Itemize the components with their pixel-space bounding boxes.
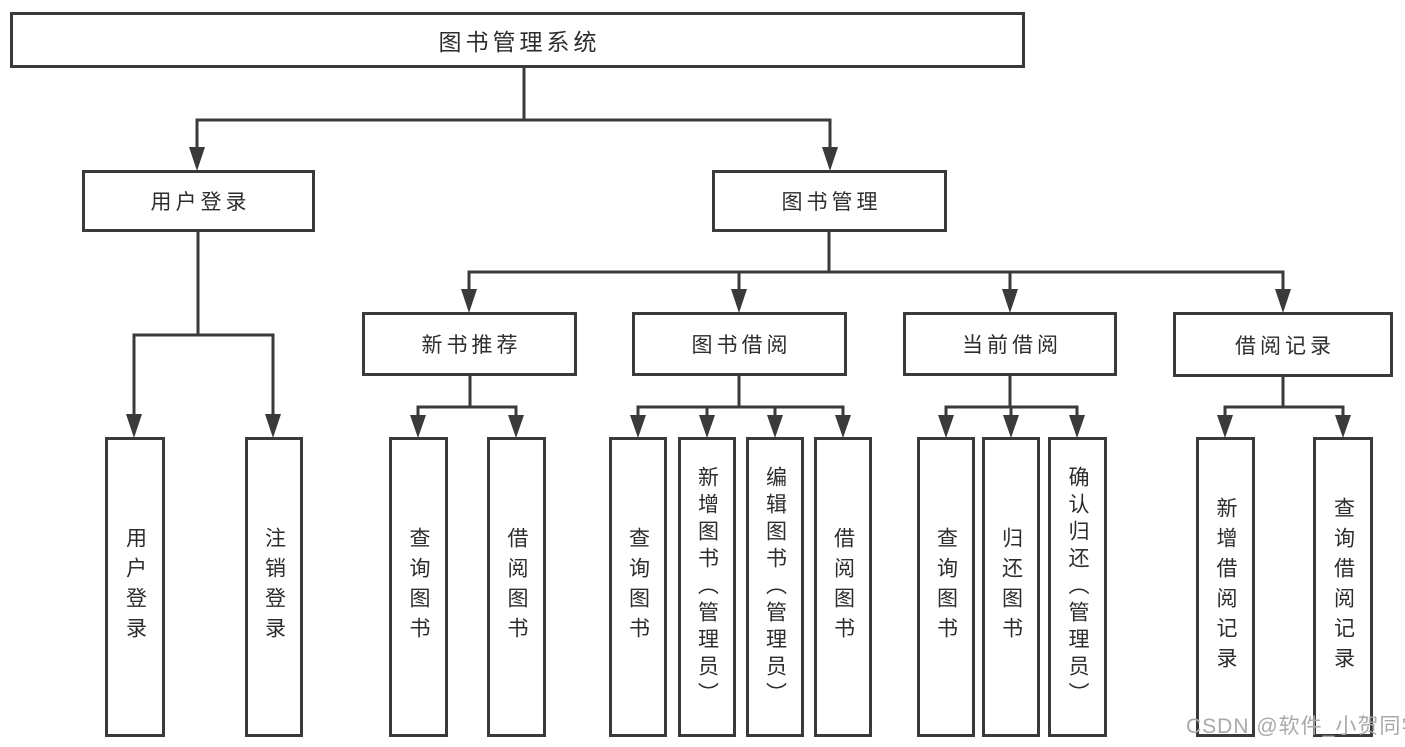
connector-book-mgmt-to-level3 — [461, 232, 1291, 313]
connector-root-to-level2 — [189, 68, 838, 171]
leaf-br-add-record-label: 新增借阅记录 — [1214, 497, 1237, 677]
leaf-br-query-record-label: 查询借阅记录 — [1331, 497, 1355, 677]
leaf-cb-query-books: 查询图书 — [917, 437, 975, 737]
connector-current-borrow-to-leaves — [938, 376, 1085, 438]
node-borrow-records: 借阅记录 — [1173, 312, 1393, 377]
leaf-logout-label: 注销登录 — [262, 527, 286, 647]
node-user-login: 用户登录 — [82, 170, 315, 232]
leaf-bb-query-books-label: 查询图书 — [626, 527, 650, 647]
leaf-user-login-label: 用户登录 — [123, 527, 147, 647]
leaf-cb-confirm-return: 确认归还（管理员） — [1048, 437, 1107, 737]
leaf-bb-query-books: 查询图书 — [609, 437, 667, 737]
leaf-br-query-record: 查询借阅记录 — [1313, 437, 1373, 737]
leaf-logout: 注销登录 — [245, 437, 303, 737]
leaf-cb-return-books: 归还图书 — [982, 437, 1040, 737]
leaf-bb-add-books: 新增图书（管理员） — [678, 437, 736, 737]
leaf-cb-confirm-return-label: 确认归还（管理员） — [1066, 465, 1089, 709]
connector-borrow-records-to-leaves — [1217, 377, 1351, 438]
leaf-nbr-query-books: 查询图书 — [389, 437, 448, 737]
csdn-watermark: CSDN @软件_小贺同学 — [1186, 715, 1405, 738]
connector-new-book-rec-to-leaves — [410, 376, 524, 438]
node-new-book-rec-label: 新书推荐 — [421, 334, 522, 357]
leaf-bb-edit-books: 编辑图书（管理员） — [746, 437, 804, 737]
leaf-user-login: 用户登录 — [105, 437, 165, 737]
leaf-bb-borrow-books-label: 借阅图书 — [831, 527, 855, 647]
leaf-nbr-borrow-books: 借阅图书 — [487, 437, 546, 737]
leaf-bb-borrow-books: 借阅图书 — [814, 437, 872, 737]
node-book-borrow: 图书借阅 — [632, 312, 847, 376]
leaf-bb-add-books-label: 新增图书（管理员） — [695, 465, 719, 709]
node-current-borrow: 当前借阅 — [903, 312, 1117, 376]
node-current-borrow-label: 当前借阅 — [962, 334, 1062, 357]
connector-user-login-to-leaves — [126, 232, 281, 438]
leaf-nbr-borrow-books-label: 借阅图书 — [505, 527, 528, 647]
node-book-mgmt: 图书管理 — [712, 170, 947, 232]
leaf-cb-return-books-label: 归还图书 — [999, 527, 1023, 647]
node-new-book-rec: 新书推荐 — [362, 312, 577, 376]
node-book-borrow-label: 图书借阅 — [691, 334, 792, 357]
leaf-cb-query-books-label: 查询图书 — [934, 527, 958, 647]
node-root: 图书管理系统 — [10, 12, 1025, 68]
node-borrow-records-label: 借阅记录 — [1235, 334, 1335, 358]
node-root-label: 图书管理系统 — [438, 29, 601, 55]
leaf-nbr-query-books-label: 查询图书 — [407, 527, 430, 647]
connector-book-borrow-to-leaves — [630, 376, 851, 438]
node-user-login-label: 用户登录 — [150, 191, 251, 214]
leaf-bb-edit-books-label: 编辑图书（管理员） — [763, 465, 787, 709]
leaf-br-add-record: 新增借阅记录 — [1196, 437, 1255, 737]
node-book-mgmt-label: 图书管理 — [781, 191, 882, 214]
